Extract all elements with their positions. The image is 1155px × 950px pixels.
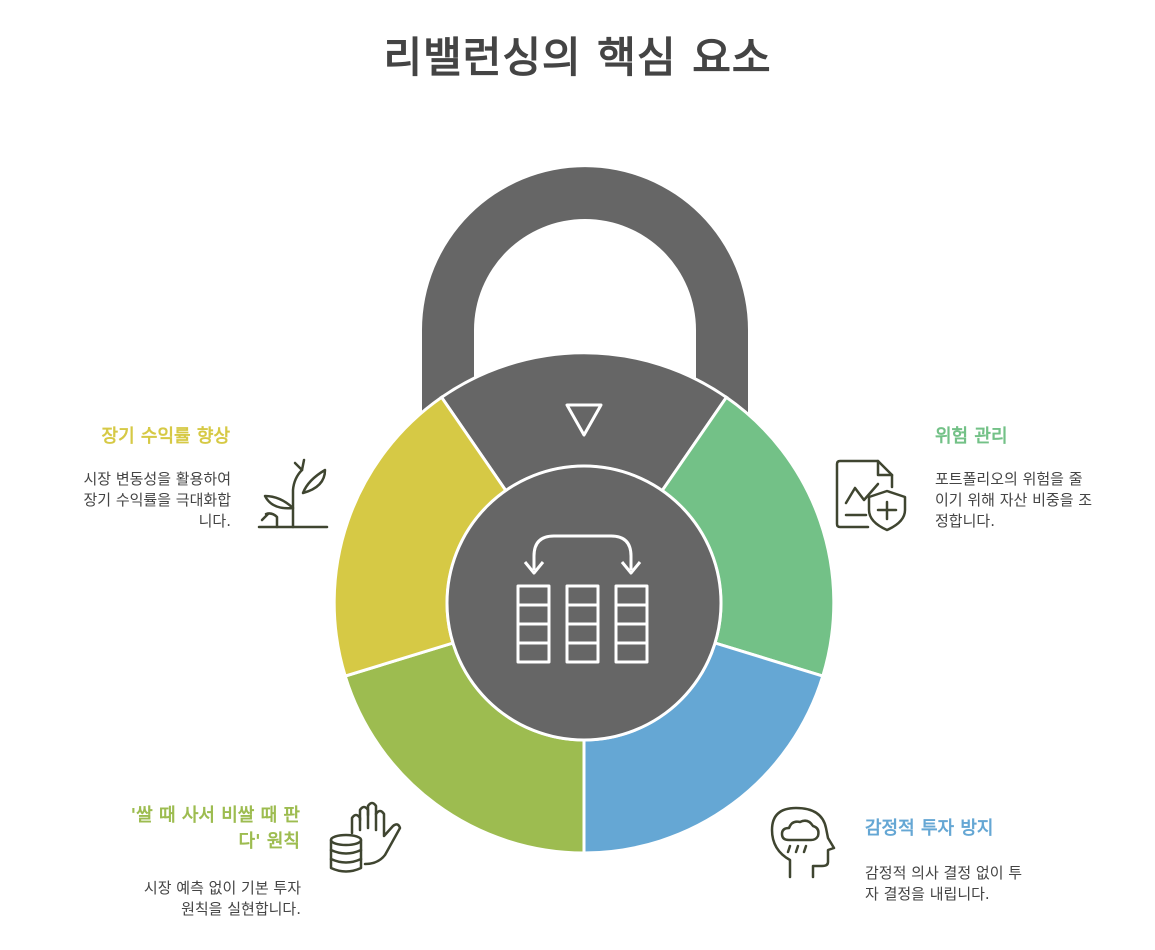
head-storm-icon [770,806,836,879]
risk-desc-line: 정합니다. [935,512,995,530]
emotion-description: 감정적 의사 결정 없이 투 자 결정을 내립니다. [865,863,1080,905]
lock-shackle [422,167,748,420]
principle-description: 시장 예측 없이 기본 투자 원칙을 실현합니다. [60,878,301,920]
triangle-down-icon [565,403,603,437]
chart-shield-icon [835,459,907,532]
rebalance-columns-icon [516,534,649,664]
risk-desc-line: 포트폴리오의 위험을 줄 [935,470,1083,488]
principle-title: '쌀 때 사서 비쌀 때 판 다' 원칙 [60,803,300,855]
hand-coins-icon [329,801,402,873]
emotion-desc-line: 자 결정을 내립니다. [865,885,990,903]
emotion-title: 감정적 투자 방지 [865,818,994,839]
long-term-desc-line: 장기 수익률을 극대화합 [83,491,231,509]
page-title: 리밸런싱의 핵심 요소 [383,33,772,82]
long-term-desc-line: 시장 변동성을 활용하여 [83,470,231,488]
emotion-desc-line: 감정적 의사 결정 없이 투 [865,864,1023,882]
principle-desc-line: 원칙을 실현합니다. [181,900,301,918]
risk-description: 포트폴리오의 위험을 줄 이기 위해 자산 비중을 조 정합니다. [935,469,1150,532]
principle-title-line: '쌀 때 사서 비쌀 때 판 [130,805,300,826]
long-term-desc-line: 니다. [198,512,231,530]
long-term-title: 장기 수익률 향상 [101,426,230,447]
principle-title-line: 다' 원칙 [238,831,300,852]
principle-desc-line: 시장 예측 없이 기본 투자 [143,879,301,897]
sprout-growth-icon [257,458,329,529]
long-term-description: 시장 변동성을 활용하여 장기 수익률을 극대화합 니다. [20,469,231,532]
risk-title: 위험 관리 [935,426,1008,447]
center-circle [445,464,723,742]
risk-desc-line: 이기 위해 자산 비중을 조 [935,491,1093,509]
